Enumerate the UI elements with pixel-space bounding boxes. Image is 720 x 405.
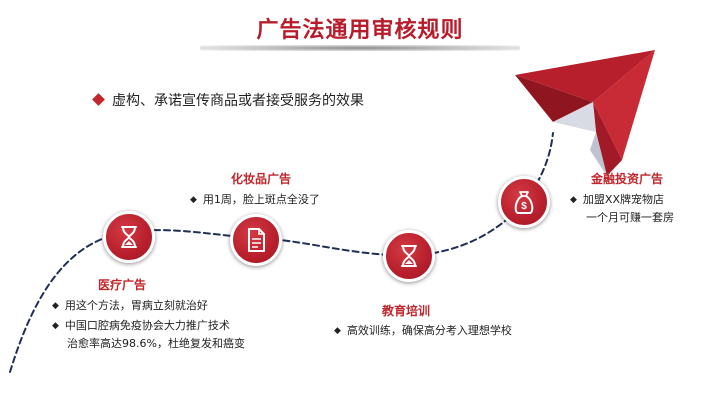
medical-ad-point-2: ◆中国口腔病免疫协会大力推广技术 bbox=[52, 319, 230, 332]
medical-ad-label: 医疗广告 bbox=[98, 278, 147, 292]
medical-ad-node bbox=[103, 211, 155, 263]
bullet-marker: ◆ bbox=[52, 301, 59, 311]
document-icon bbox=[248, 228, 265, 252]
finance-ad-label: 金融投资广告 bbox=[591, 172, 664, 186]
cosmetics-ad-point-1: ◆用1周，脸上斑点全没了 bbox=[190, 193, 320, 206]
cosmetics-ad-label: 化妆品广告 bbox=[231, 172, 292, 186]
money-bag-icon: $ bbox=[514, 191, 534, 214]
education-point-1: ◆高效训练，确保高分考入理想学校 bbox=[334, 324, 512, 337]
page-title: 广告法通用审核规则 bbox=[256, 18, 464, 43]
finance-ad-point-1-cont: 一个月可赚一套房 bbox=[586, 211, 674, 224]
education-node bbox=[383, 230, 435, 282]
lead-text: 虚构、承诺宣传商品或者接受服务的效果 bbox=[112, 93, 364, 109]
title-underline bbox=[200, 45, 520, 51]
svg-text:$: $ bbox=[521, 201, 527, 212]
paper-plane-icon bbox=[515, 50, 655, 176]
medical-ad-point-2-cont: 治愈率高达98.6%，杜绝复发和癌变 bbox=[67, 337, 245, 350]
cosmetics-ad-node bbox=[230, 214, 282, 266]
education-label: 教育培训 bbox=[382, 304, 431, 318]
bullet-marker: ◆ bbox=[52, 321, 59, 331]
lead-point: 虚构、承诺宣传商品或者接受服务的效果 bbox=[92, 90, 364, 110]
bullet-marker: ◆ bbox=[190, 195, 197, 205]
finance-ad-point-1: ◆加盟XX牌宠物店 bbox=[570, 193, 664, 206]
hourglass-icon bbox=[121, 226, 137, 248]
bullet-marker: ◆ bbox=[334, 326, 341, 336]
medical-ad-point-1: ◆用这个方法，胃病立刻就治好 bbox=[52, 299, 208, 312]
finance-ad-node: $ bbox=[498, 176, 550, 228]
hourglass-icon bbox=[401, 245, 417, 267]
bullet-marker: ◆ bbox=[570, 195, 577, 205]
